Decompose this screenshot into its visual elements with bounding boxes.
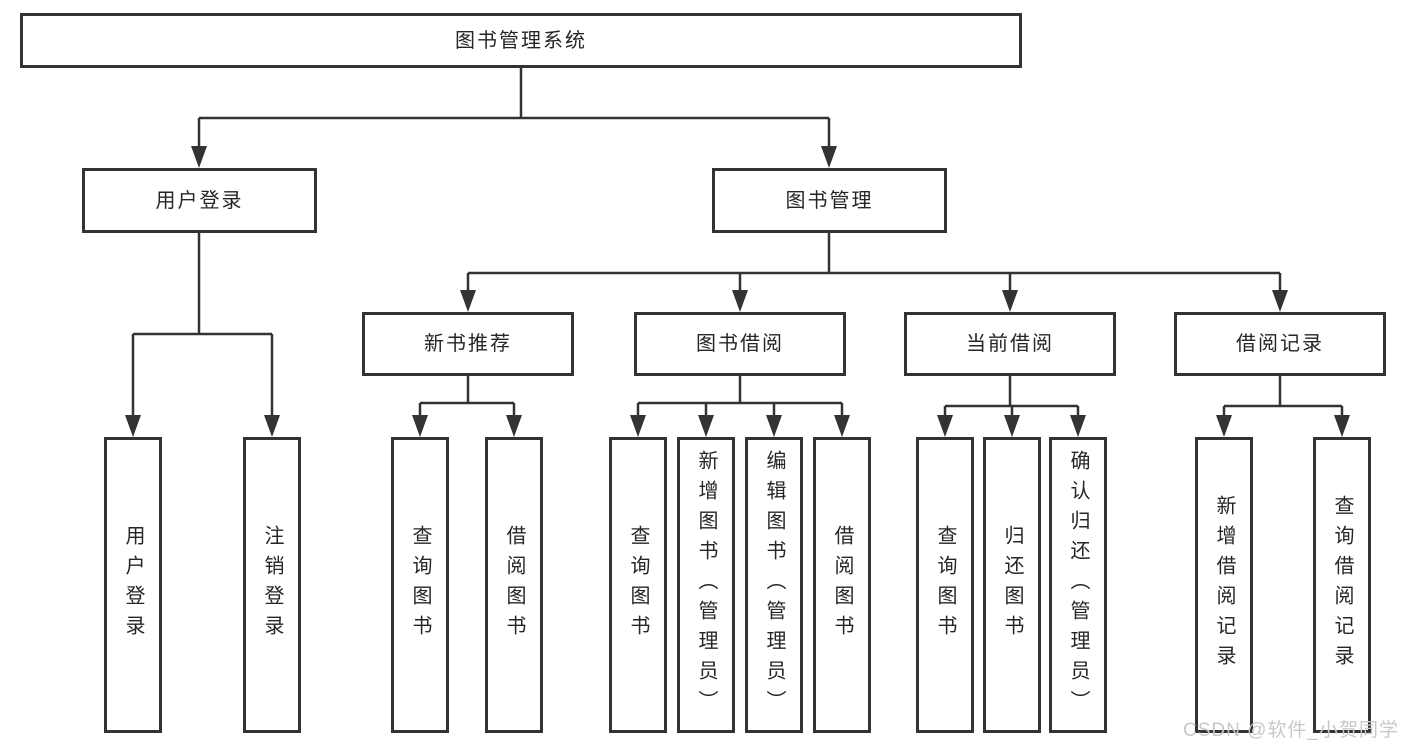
leaf-return-books-label: 归还图书 xyxy=(1001,525,1023,645)
leaf-confirm-return-admin: 确认归还（管理员） xyxy=(1049,437,1107,733)
node-book-management-label: 图书管理 xyxy=(785,189,874,212)
node-new-book-recommend-label: 新书推荐 xyxy=(424,333,512,355)
leaf-edit-book-admin: 编辑图书（管理员） xyxy=(745,437,803,733)
leaf-confirm-return-admin-label: 确认归还（管理员） xyxy=(1067,450,1089,720)
leaf-user-login-label: 用户登录 xyxy=(122,525,144,645)
leaf-query-books-recommend: 查询图书 xyxy=(391,437,449,733)
leaf-edit-book-admin-label: 编辑图书（管理员） xyxy=(763,450,785,720)
leaf-user-login: 用户登录 xyxy=(104,437,162,733)
leaf-borrow-books-recommend: 借阅图书 xyxy=(485,437,543,733)
leaf-query-borrow-record-label: 查询借阅记录 xyxy=(1331,495,1353,675)
leaf-add-borrow-record: 新增借阅记录 xyxy=(1195,437,1253,733)
leaf-query-books-current: 查询图书 xyxy=(916,437,974,733)
leaf-query-books-borrow-label: 查询图书 xyxy=(627,525,649,645)
node-borrow-records: 借阅记录 xyxy=(1174,312,1386,376)
leaf-return-books: 归还图书 xyxy=(983,437,1041,733)
node-book-borrow-label: 图书借阅 xyxy=(696,333,784,355)
node-user-login-label: 用户登录 xyxy=(155,189,244,212)
leaf-query-books-recommend-label: 查询图书 xyxy=(409,525,431,645)
node-root-label: 图书管理系统 xyxy=(455,29,587,52)
csdn-watermark: CSDN @软件_小贺同学 xyxy=(1183,720,1399,741)
node-current-borrow-label: 当前借阅 xyxy=(966,333,1054,355)
leaf-add-book-admin-label: 新增图书（管理员） xyxy=(695,450,717,720)
node-root: 图书管理系统 xyxy=(20,13,1022,68)
node-current-borrow: 当前借阅 xyxy=(904,312,1116,376)
leaf-logout: 注销登录 xyxy=(243,437,301,733)
node-book-management: 图书管理 xyxy=(712,168,947,233)
leaf-add-borrow-record-label: 新增借阅记录 xyxy=(1213,495,1235,675)
node-borrow-records-label: 借阅记录 xyxy=(1236,333,1324,355)
leaf-query-borrow-record: 查询借阅记录 xyxy=(1313,437,1371,733)
leaf-logout-label: 注销登录 xyxy=(261,525,283,645)
leaf-add-book-admin: 新增图书（管理员） xyxy=(677,437,735,733)
leaf-query-books-current-label: 查询图书 xyxy=(934,525,956,645)
node-new-book-recommend: 新书推荐 xyxy=(362,312,574,376)
node-user-login: 用户登录 xyxy=(82,168,317,233)
leaf-query-books-borrow: 查询图书 xyxy=(609,437,667,733)
node-book-borrow: 图书借阅 xyxy=(634,312,846,376)
leaf-borrow-books-2: 借阅图书 xyxy=(813,437,871,733)
leaf-borrow-books-2-label: 借阅图书 xyxy=(831,525,853,645)
leaf-borrow-books-recommend-label: 借阅图书 xyxy=(503,525,525,645)
